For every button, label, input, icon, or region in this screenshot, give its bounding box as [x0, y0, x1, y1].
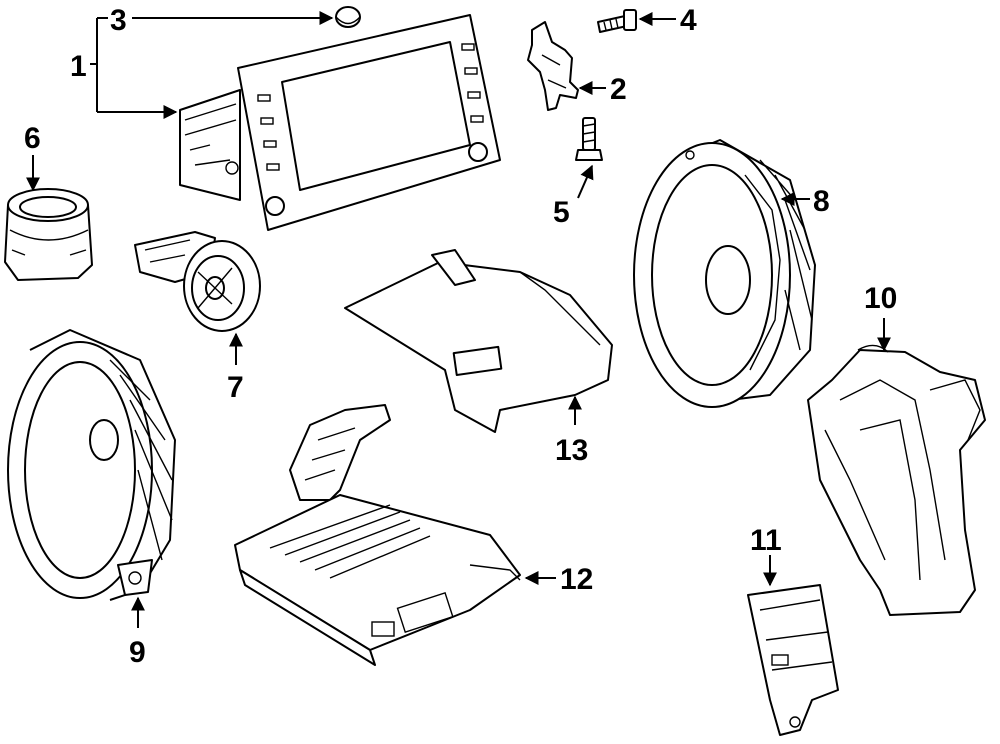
sensor-module-part	[747, 584, 839, 736]
knob-cap-part	[335, 6, 361, 28]
bracket-part	[527, 21, 579, 111]
callout-6: 6	[24, 122, 41, 155]
callout-9: 9	[129, 636, 146, 669]
callout-1: 1	[70, 50, 87, 83]
callout-11: 11	[750, 524, 782, 557]
amplifier-part	[234, 404, 521, 666]
housing-part	[807, 344, 986, 616]
callout-10: 10	[864, 282, 897, 315]
left-speaker-part	[7, 329, 176, 601]
callout-labels: 1 2 3 4 5 6 7 8 9 10 11 12 13	[24, 4, 897, 669]
tweeter-part	[4, 188, 93, 281]
callout-8: 8	[813, 185, 830, 218]
callout-2: 2	[610, 73, 627, 106]
screw-part	[575, 117, 603, 161]
callout-3: 3	[110, 4, 127, 37]
callout-4: 4	[680, 4, 697, 37]
right-speaker-part	[633, 139, 816, 408]
leader-lines	[26, 18, 891, 628]
bolt-part	[597, 9, 637, 33]
cover-plate-part	[344, 249, 613, 433]
display-unit-part	[179, 14, 501, 231]
callout-5: 5	[553, 196, 570, 229]
callout-7: 7	[227, 371, 244, 404]
callout-13: 13	[555, 434, 588, 467]
mid-speaker-part	[134, 231, 261, 332]
callout-12: 12	[560, 563, 593, 596]
